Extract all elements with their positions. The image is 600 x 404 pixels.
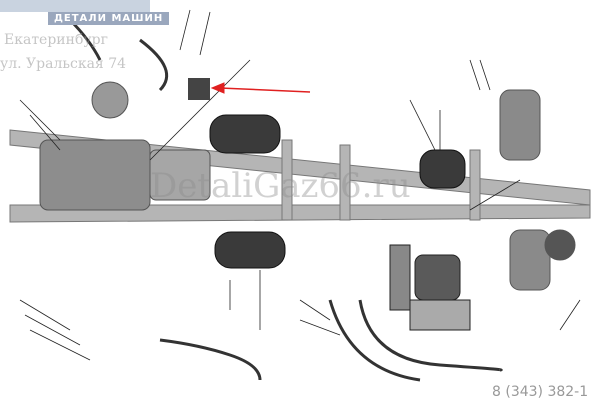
highlight-arrow xyxy=(210,82,311,94)
watermark-site: DetaliGaz66.ru xyxy=(150,166,411,206)
air-tanks xyxy=(209,114,466,269)
air-dryer xyxy=(389,244,471,331)
watermark-phone: 8 (343) 382-1 xyxy=(492,384,589,400)
hoses xyxy=(68,18,503,382)
leader-lines xyxy=(19,9,581,361)
logo-text: ДЕТАЛИ МАШИН xyxy=(48,12,170,25)
watermark-address-city: Екатеринбург xyxy=(4,32,108,48)
watermark-address-street: ул. Уральская 74 xyxy=(0,56,127,72)
highlighted-valve xyxy=(188,78,210,100)
logo-band xyxy=(0,0,150,12)
rear-axles xyxy=(499,89,576,291)
engine xyxy=(39,81,211,211)
